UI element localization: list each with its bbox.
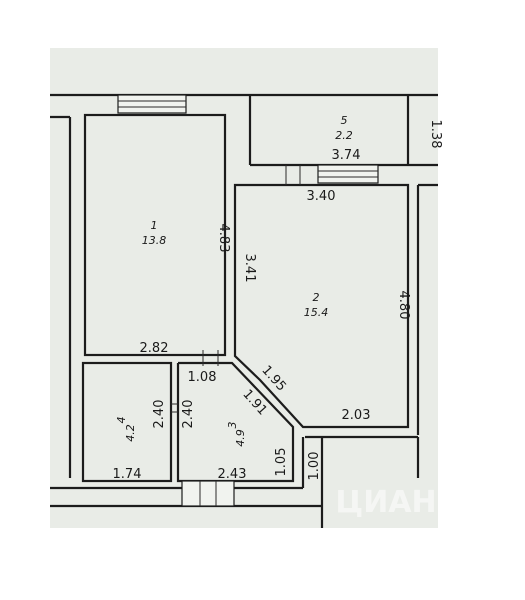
entrance-door <box>181 480 235 507</box>
plan-paper <box>50 48 438 528</box>
dimension-label: 2.40 <box>152 400 167 429</box>
room-4-number: 4 <box>115 417 128 424</box>
room-5-number: 5 <box>341 114 348 127</box>
dimension-label: 1.05 <box>274 448 289 477</box>
watermark: ЦИАН <box>335 485 436 520</box>
room-4-area: 4.2 <box>124 424 137 442</box>
window-room-1 <box>117 94 187 114</box>
room-3-number: 3 <box>226 422 239 429</box>
room-5-area: 2.2 <box>335 129 353 142</box>
room-labels: 1 13.8 2 15.4 3 4.9 4 4.2 5 2.2 <box>115 114 353 447</box>
room-2-number: 2 <box>313 291 320 304</box>
room-2-area: 15.4 <box>304 306 329 319</box>
dimension-label: 2.43 <box>218 467 247 482</box>
dimension-label: 1.00 <box>307 452 322 481</box>
windows <box>117 94 379 507</box>
walls <box>50 93 438 528</box>
dimension-label: 4.83 <box>216 224 231 253</box>
dimension-label: 1.74 <box>113 467 142 482</box>
dimension-label: 2.40 <box>181 400 196 429</box>
window-room-2 <box>317 164 379 184</box>
dimension-label: 2.03 <box>342 408 371 423</box>
dimension-label: 3.41 <box>242 254 257 283</box>
room-1-number: 1 <box>151 219 158 232</box>
dimension-label: 3.74 <box>332 148 361 163</box>
dimension-label: 1.38 <box>428 120 443 149</box>
dimension-label: 3.40 <box>307 189 336 204</box>
dimension-label: 4.80 <box>396 291 411 320</box>
room-1-area: 13.8 <box>142 234 167 247</box>
room-3-area: 4.9 <box>234 429 247 447</box>
dimension-label: 1.08 <box>188 370 217 385</box>
dimension-label: 2.82 <box>140 341 169 356</box>
